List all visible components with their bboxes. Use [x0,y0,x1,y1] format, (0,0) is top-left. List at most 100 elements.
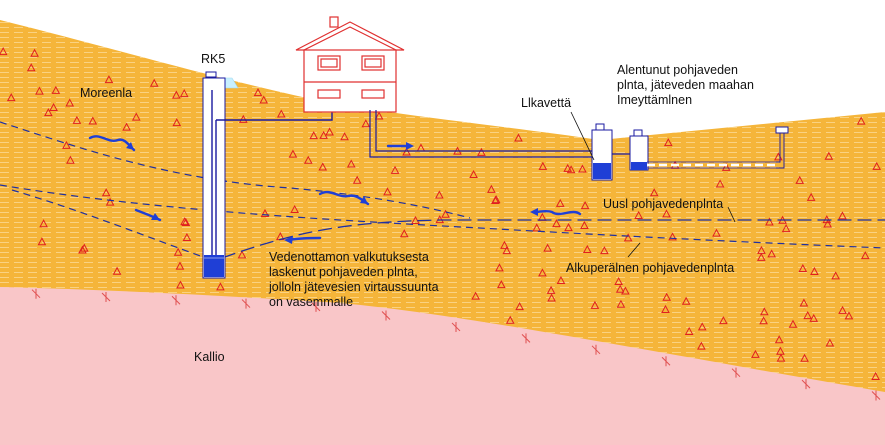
label-drawdown-2: laskenut pohjaveden plnta, [269,265,418,279]
stone-mark [697,322,707,331]
stone-mark [179,89,189,98]
stone-mark [590,300,600,309]
stone-mark [0,47,8,56]
stone-mark [238,114,248,123]
stone-mark [491,195,501,204]
stone-mark [65,98,75,107]
stone-mark [751,349,760,358]
stone-mark [505,315,515,324]
stone-mark [79,243,89,252]
new-groundwater-line [221,219,885,259]
stone-mark [49,102,58,112]
flow-arrowheads [126,142,538,244]
stone-mark [555,198,565,207]
bedrock-mark [451,321,461,332]
label-drawdown-4: on vasemmalle [269,295,353,309]
stone-mark [810,266,819,275]
bedrock-mark [521,333,531,344]
house-roof [295,21,405,51]
stone-mark [131,112,141,121]
well-rk5 [202,71,333,279]
stone-mark [288,149,298,158]
bedrock-mark [241,298,251,309]
stone-mark [216,282,225,291]
stone-mark [175,261,185,270]
stone-mark [860,251,870,260]
stone-mark [477,147,486,156]
stone-mark [662,292,672,301]
stone-mark [346,159,356,168]
stone-mark [176,280,185,289]
stone-mark [800,353,809,362]
stone-mark [411,215,420,224]
stone-mark [72,115,82,124]
stone-mark [844,311,854,320]
label-bedrock: Kallio [194,350,225,364]
lowered-groundwater-line [0,121,471,219]
stone-mark [765,217,774,226]
bedrock-mark [311,301,321,312]
stone-mark [838,211,847,220]
stone-mark [580,201,590,210]
stone-mark [538,268,547,277]
stone-mark [30,48,39,57]
label-lowered-gw-3: Imeyttämlnen [617,93,692,107]
stone-mark [44,108,53,117]
stone-mark [767,249,776,258]
stone-mark [26,63,36,72]
stone-mark [383,187,392,196]
stone-mark [614,277,623,286]
stone-mark [566,165,576,174]
stone-mark [872,161,882,170]
bedrock-mark [31,288,41,299]
stone-mark [809,313,819,322]
stone-mark [697,341,706,350]
stone-mark [661,304,670,313]
stone-mark [616,299,626,308]
stone-mark [582,244,592,253]
stone-mark [173,247,183,256]
stone-mark [712,228,721,237]
stone-mark [824,151,834,160]
stone-mark [149,78,159,87]
stone-mark [838,305,847,314]
stone-mark [600,246,609,255]
stone-mark [538,161,548,170]
stone-mark [759,316,768,325]
stone-mark [799,298,809,307]
stone-mark [515,302,524,311]
stone-mark [825,338,835,347]
stone-mark [181,217,191,226]
stone-mark [471,291,480,300]
stone-mark [319,130,328,139]
stone-mark [662,209,671,218]
stone-mark [374,111,384,120]
stone-mark [831,271,840,280]
septic-tanks [570,111,789,181]
stone-mark [101,188,111,197]
label-septic-tank: Llkavettä [521,96,571,110]
stone-mark [318,162,328,171]
stone-mark [112,266,122,275]
stone-mark [532,223,542,232]
stone-mark [615,284,625,293]
stone-mark [806,192,816,201]
stone-mark [309,131,319,140]
stone-mark [260,208,270,217]
stone-mark [564,223,573,232]
stone-mark [487,184,496,193]
stone-mark [514,133,523,142]
bedrock-marks [31,288,881,401]
bedrock-layer [0,287,885,445]
stone-mark [35,86,44,95]
stone-mark [441,209,450,218]
stone-mark [361,119,371,128]
stone-mark [663,138,673,147]
stone-mark [556,275,566,285]
stone-mark [122,122,131,131]
stone-mark [37,237,47,246]
original-groundwater-line [0,184,885,249]
stone-mark [856,116,866,125]
stone-mark [776,353,786,362]
